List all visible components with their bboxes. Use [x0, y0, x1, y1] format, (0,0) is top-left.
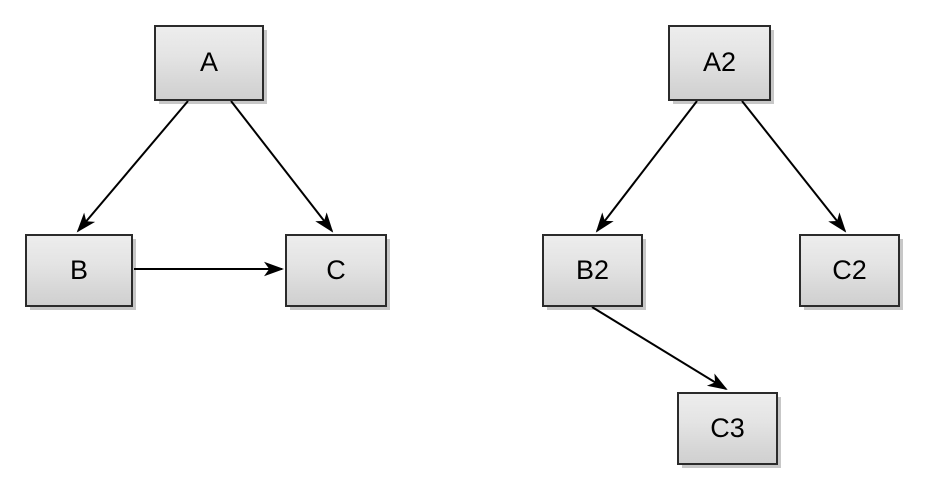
node-c[interactable]: C — [285, 234, 387, 307]
edges-group — [76, 100, 847, 391]
node-c3[interactable]: C3 — [677, 392, 778, 465]
node-c2[interactable]: C2 — [799, 234, 900, 307]
node-label: A — [199, 47, 218, 77]
node-a2[interactable]: A2 — [668, 25, 771, 101]
node-label: C3 — [710, 412, 745, 443]
node-b[interactable]: B — [25, 234, 133, 307]
edge-b2-to-c3[interactable] — [591, 306, 728, 391]
node-label: B — [69, 254, 88, 285]
node-label: C — [326, 254, 346, 285]
node-label: A2 — [702, 47, 737, 77]
node-a[interactable]: A — [154, 25, 264, 101]
node-label: C2 — [832, 254, 867, 285]
edge-a2-to-b2[interactable] — [595, 100, 698, 233]
edge-a2-to-c2[interactable] — [741, 100, 847, 233]
edge-a-to-c[interactable] — [230, 100, 334, 233]
node-b2[interactable]: B2 — [542, 234, 643, 307]
edge-a-to-b[interactable] — [76, 100, 189, 233]
node-label: B2 — [575, 254, 610, 285]
